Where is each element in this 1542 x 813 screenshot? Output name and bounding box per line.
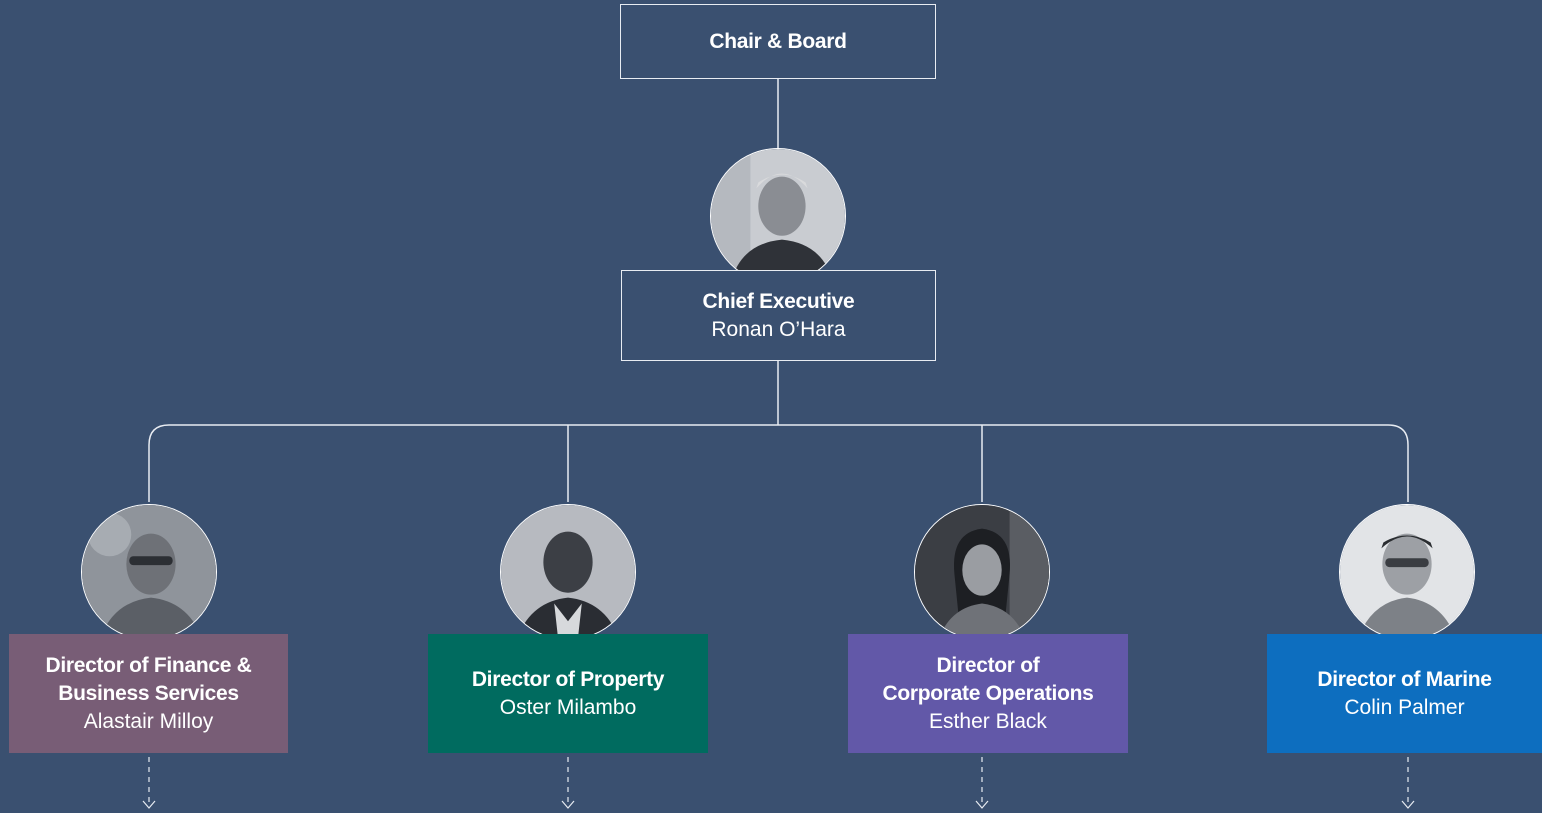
arrow-down-icon xyxy=(142,800,156,809)
operations-director-title-line1: Director of xyxy=(936,653,1040,677)
property-director-avatar xyxy=(500,504,636,640)
ceo-name: Ronan O’Hara xyxy=(711,317,846,341)
chair-board-box: Chair & Board xyxy=(620,4,936,79)
operations-director-name: Esther Black xyxy=(929,709,1047,733)
branch-line xyxy=(148,424,1409,502)
property-director-title: Director of Property xyxy=(471,667,665,691)
operations-director-avatar xyxy=(914,504,1050,640)
finance-director-title-line2: Business Services xyxy=(58,681,239,705)
operations-director-box: Director of Corporate Operations Esther … xyxy=(848,634,1128,753)
property-director-name: Oster Milambo xyxy=(499,695,637,719)
marine-director-title: Director of Marine xyxy=(1317,667,1492,691)
property-director-box: Director of Property Oster Milambo xyxy=(428,634,708,753)
arrow-down-icon xyxy=(975,800,989,809)
ceo-title: Chief Executive xyxy=(702,289,855,313)
finance-director-name: Alastair Milloy xyxy=(83,709,214,733)
chair-board-title: Chair & Board xyxy=(709,29,847,53)
ceo-avatar xyxy=(710,148,846,284)
finance-director-box: Director of Finance & Business Services … xyxy=(9,634,288,753)
arrow-down-icon xyxy=(561,800,575,809)
marine-director-name: Colin Palmer xyxy=(1344,695,1465,719)
finance-director-avatar xyxy=(81,504,217,640)
operations-director-title-line2: Corporate Operations xyxy=(882,681,1094,705)
marine-director-box: Director of Marine Colin Palmer xyxy=(1267,634,1542,753)
finance-director-title-line1: Director of Finance & xyxy=(45,653,252,677)
marine-director-avatar xyxy=(1339,504,1475,640)
ceo-box: Chief Executive Ronan O’Hara xyxy=(621,270,936,361)
arrow-down-icon xyxy=(1401,800,1415,809)
